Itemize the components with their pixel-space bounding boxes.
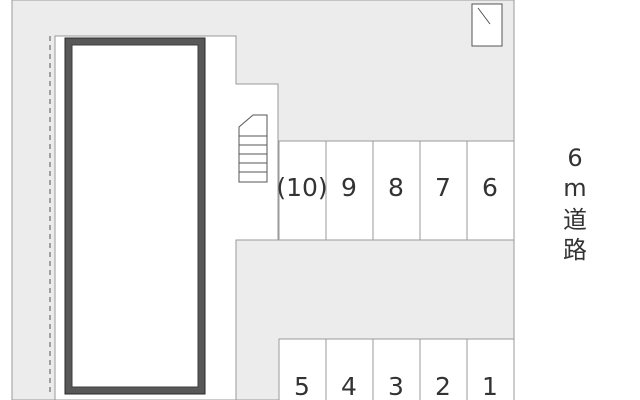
parking-stall [372,140,421,241]
road-width: 6 [567,144,582,172]
stall-label: 5 [294,372,310,400]
stall-label: 9 [341,173,357,202]
stall-label: (10) [276,173,327,202]
parking-stall [419,140,468,241]
parking-stall [278,338,327,400]
road-label: 6 m 道 路 [563,144,587,264]
parking-stall [278,140,327,241]
parking-stall [466,338,515,400]
parking-stall [325,140,374,241]
road-label-char-2: 路 [563,236,587,264]
parking-row-top: (10) 9 8 7 6 [276,140,515,241]
stall-label: 8 [388,173,404,202]
stall-label: 3 [388,372,404,400]
parking-stall [466,140,515,241]
stall-label: 2 [435,372,451,400]
parking-row-bottom: 5 4 3 2 1 [278,338,515,400]
stall-label: 7 [435,173,451,202]
building-interior [71,44,199,388]
stall-label: 1 [482,372,498,400]
stairs-icon [238,114,268,183]
stall-label: 6 [482,173,498,202]
road-label-char-1: 道 [563,206,587,234]
road-unit: m [563,174,586,202]
utility-box-icon [471,3,503,47]
parking-stall [325,338,374,400]
stall-label: 4 [341,372,357,400]
